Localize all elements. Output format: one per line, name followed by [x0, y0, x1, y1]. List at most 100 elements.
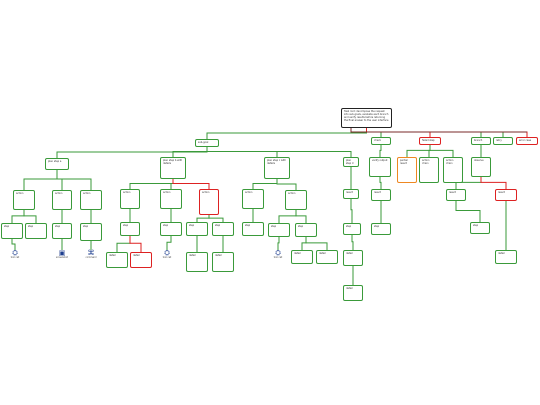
tree-node[interactable]: plan step b with details: [160, 157, 186, 179]
leaf-caption: command: [85, 256, 97, 259]
tree-node[interactable]: step: [80, 223, 102, 241]
node-label: sub-goal: [198, 141, 209, 144]
leaf-caption: screenshot: [56, 256, 68, 259]
node-label: plan step a: [48, 160, 62, 163]
tree-node[interactable]: step: [120, 222, 140, 236]
tree-node[interactable]: result: [446, 189, 466, 201]
tree-node[interactable]: step: [186, 222, 208, 236]
tree-edge: [480, 177, 507, 189]
tree-edge: [379, 145, 382, 157]
node-label: result: [498, 191, 505, 194]
node-label: step: [473, 224, 479, 227]
tree-node[interactable]: detail: [343, 250, 363, 266]
tool-icon: ⛭: [275, 249, 281, 257]
tree-node[interactable]: action: [120, 189, 140, 209]
tree-edge: [172, 179, 210, 189]
tree-node[interactable]: detail: [291, 250, 313, 264]
tree-node[interactable]: verify output: [369, 157, 391, 177]
leaf-item[interactable]: ⛭tool call: [152, 250, 182, 260]
tree-node[interactable]: action: [80, 190, 102, 210]
tree-node[interactable]: step: [470, 222, 490, 234]
tree-node[interactable]: action: [285, 190, 307, 210]
tree-edge: [252, 179, 278, 189]
node-label: step: [123, 224, 129, 227]
node-label: action chain: [422, 159, 431, 165]
tree-node[interactable]: result: [371, 189, 391, 201]
tree-node[interactable]: step: [52, 223, 72, 239]
tree-node[interactable]: error case: [516, 137, 538, 145]
tree-node[interactable]: retry: [493, 137, 513, 145]
node-label: step: [28, 225, 34, 228]
node-label: detail: [189, 254, 196, 257]
leaf-item[interactable]: ▣screenshot: [47, 250, 77, 260]
tree-edge: [350, 199, 353, 223]
leaf-item[interactable]: ⛭tool call: [0, 250, 30, 260]
tree-node[interactable]: detail: [186, 252, 208, 272]
tree-node[interactable]: step: [343, 223, 361, 235]
tree-edge: [206, 147, 352, 157]
tree-node[interactable]: sub-goal: [195, 139, 219, 147]
tree-node[interactable]: detail: [130, 252, 152, 268]
node-label: action chain: [446, 159, 455, 165]
tree-node[interactable]: observe: [471, 157, 491, 177]
tree-edge: [23, 210, 37, 223]
tree-edge: [455, 201, 481, 222]
tree-node[interactable]: action chain: [419, 157, 439, 183]
tree-node[interactable]: step: [212, 222, 234, 236]
node-label: partial result: [400, 159, 409, 165]
node-label: plan step c with details: [267, 159, 287, 165]
tree-node[interactable]: step: [371, 223, 391, 235]
tool-icon: ⌘: [87, 249, 95, 257]
tree-node[interactable]: action: [242, 189, 264, 209]
tree-node[interactable]: detail: [316, 250, 338, 264]
node-label: detail: [215, 254, 222, 257]
tree-edge: [301, 237, 307, 250]
leaf-item[interactable]: ⌘command: [76, 250, 106, 260]
tree-node[interactable]: action chain: [443, 157, 463, 183]
tree-node[interactable]: result: [343, 189, 359, 199]
tree-node[interactable]: step: [1, 223, 23, 239]
node-label: action: [83, 192, 91, 195]
tree-node[interactable]: detail: [212, 252, 234, 272]
tree-node[interactable]: branch: [471, 137, 491, 145]
tree-node[interactable]: detail: [106, 252, 128, 268]
tree-node[interactable]: action: [199, 189, 219, 215]
tree-edge: [11, 239, 16, 250]
tool-icon: ⛭: [12, 249, 18, 257]
node-label: step: [163, 224, 169, 227]
tree-node[interactable]: action: [160, 189, 182, 209]
tree-node[interactable]: plan step a: [45, 158, 69, 170]
tree-node[interactable]: plan step c with details: [264, 157, 290, 179]
tree-edge: [166, 236, 172, 250]
leaf-caption: tool call: [162, 256, 172, 259]
tree-node[interactable]: partial result: [397, 157, 417, 183]
tree-node[interactable]: detail: [343, 285, 363, 301]
tree-node[interactable]: step: [268, 223, 290, 237]
leaf-item[interactable]: ⛭tool call: [263, 250, 293, 260]
tree-node[interactable]: step: [160, 222, 182, 236]
node-label: detail: [133, 254, 140, 257]
tree-node[interactable]: detail: [495, 250, 517, 264]
tree-node[interactable]: step: [295, 223, 317, 237]
tree-node[interactable]: step: [242, 222, 264, 236]
tree-node[interactable]: action: [13, 190, 35, 210]
tool-icon: ⛭: [164, 249, 170, 257]
tree-node[interactable]: step: [25, 223, 47, 239]
tree-node[interactable]: failed step: [419, 137, 441, 145]
tree-edge: [116, 236, 131, 252]
leaf-caption: tool call: [10, 256, 20, 259]
node-label: detail: [346, 252, 353, 255]
node-label: action: [245, 191, 253, 194]
tree-node[interactable]: action: [52, 190, 72, 210]
tree-node[interactable]: result: [495, 189, 517, 201]
tree-edge: [208, 215, 224, 222]
node-label: step: [215, 224, 221, 227]
tree-node[interactable]: check: [371, 137, 391, 145]
root-node[interactable]: Task root: decompose the request into su…: [341, 108, 392, 128]
root-fanout-edge: [350, 128, 527, 133]
tree-node[interactable]: plan step d: [343, 157, 359, 167]
node-label: step: [83, 225, 89, 228]
node-label: action: [288, 192, 296, 195]
